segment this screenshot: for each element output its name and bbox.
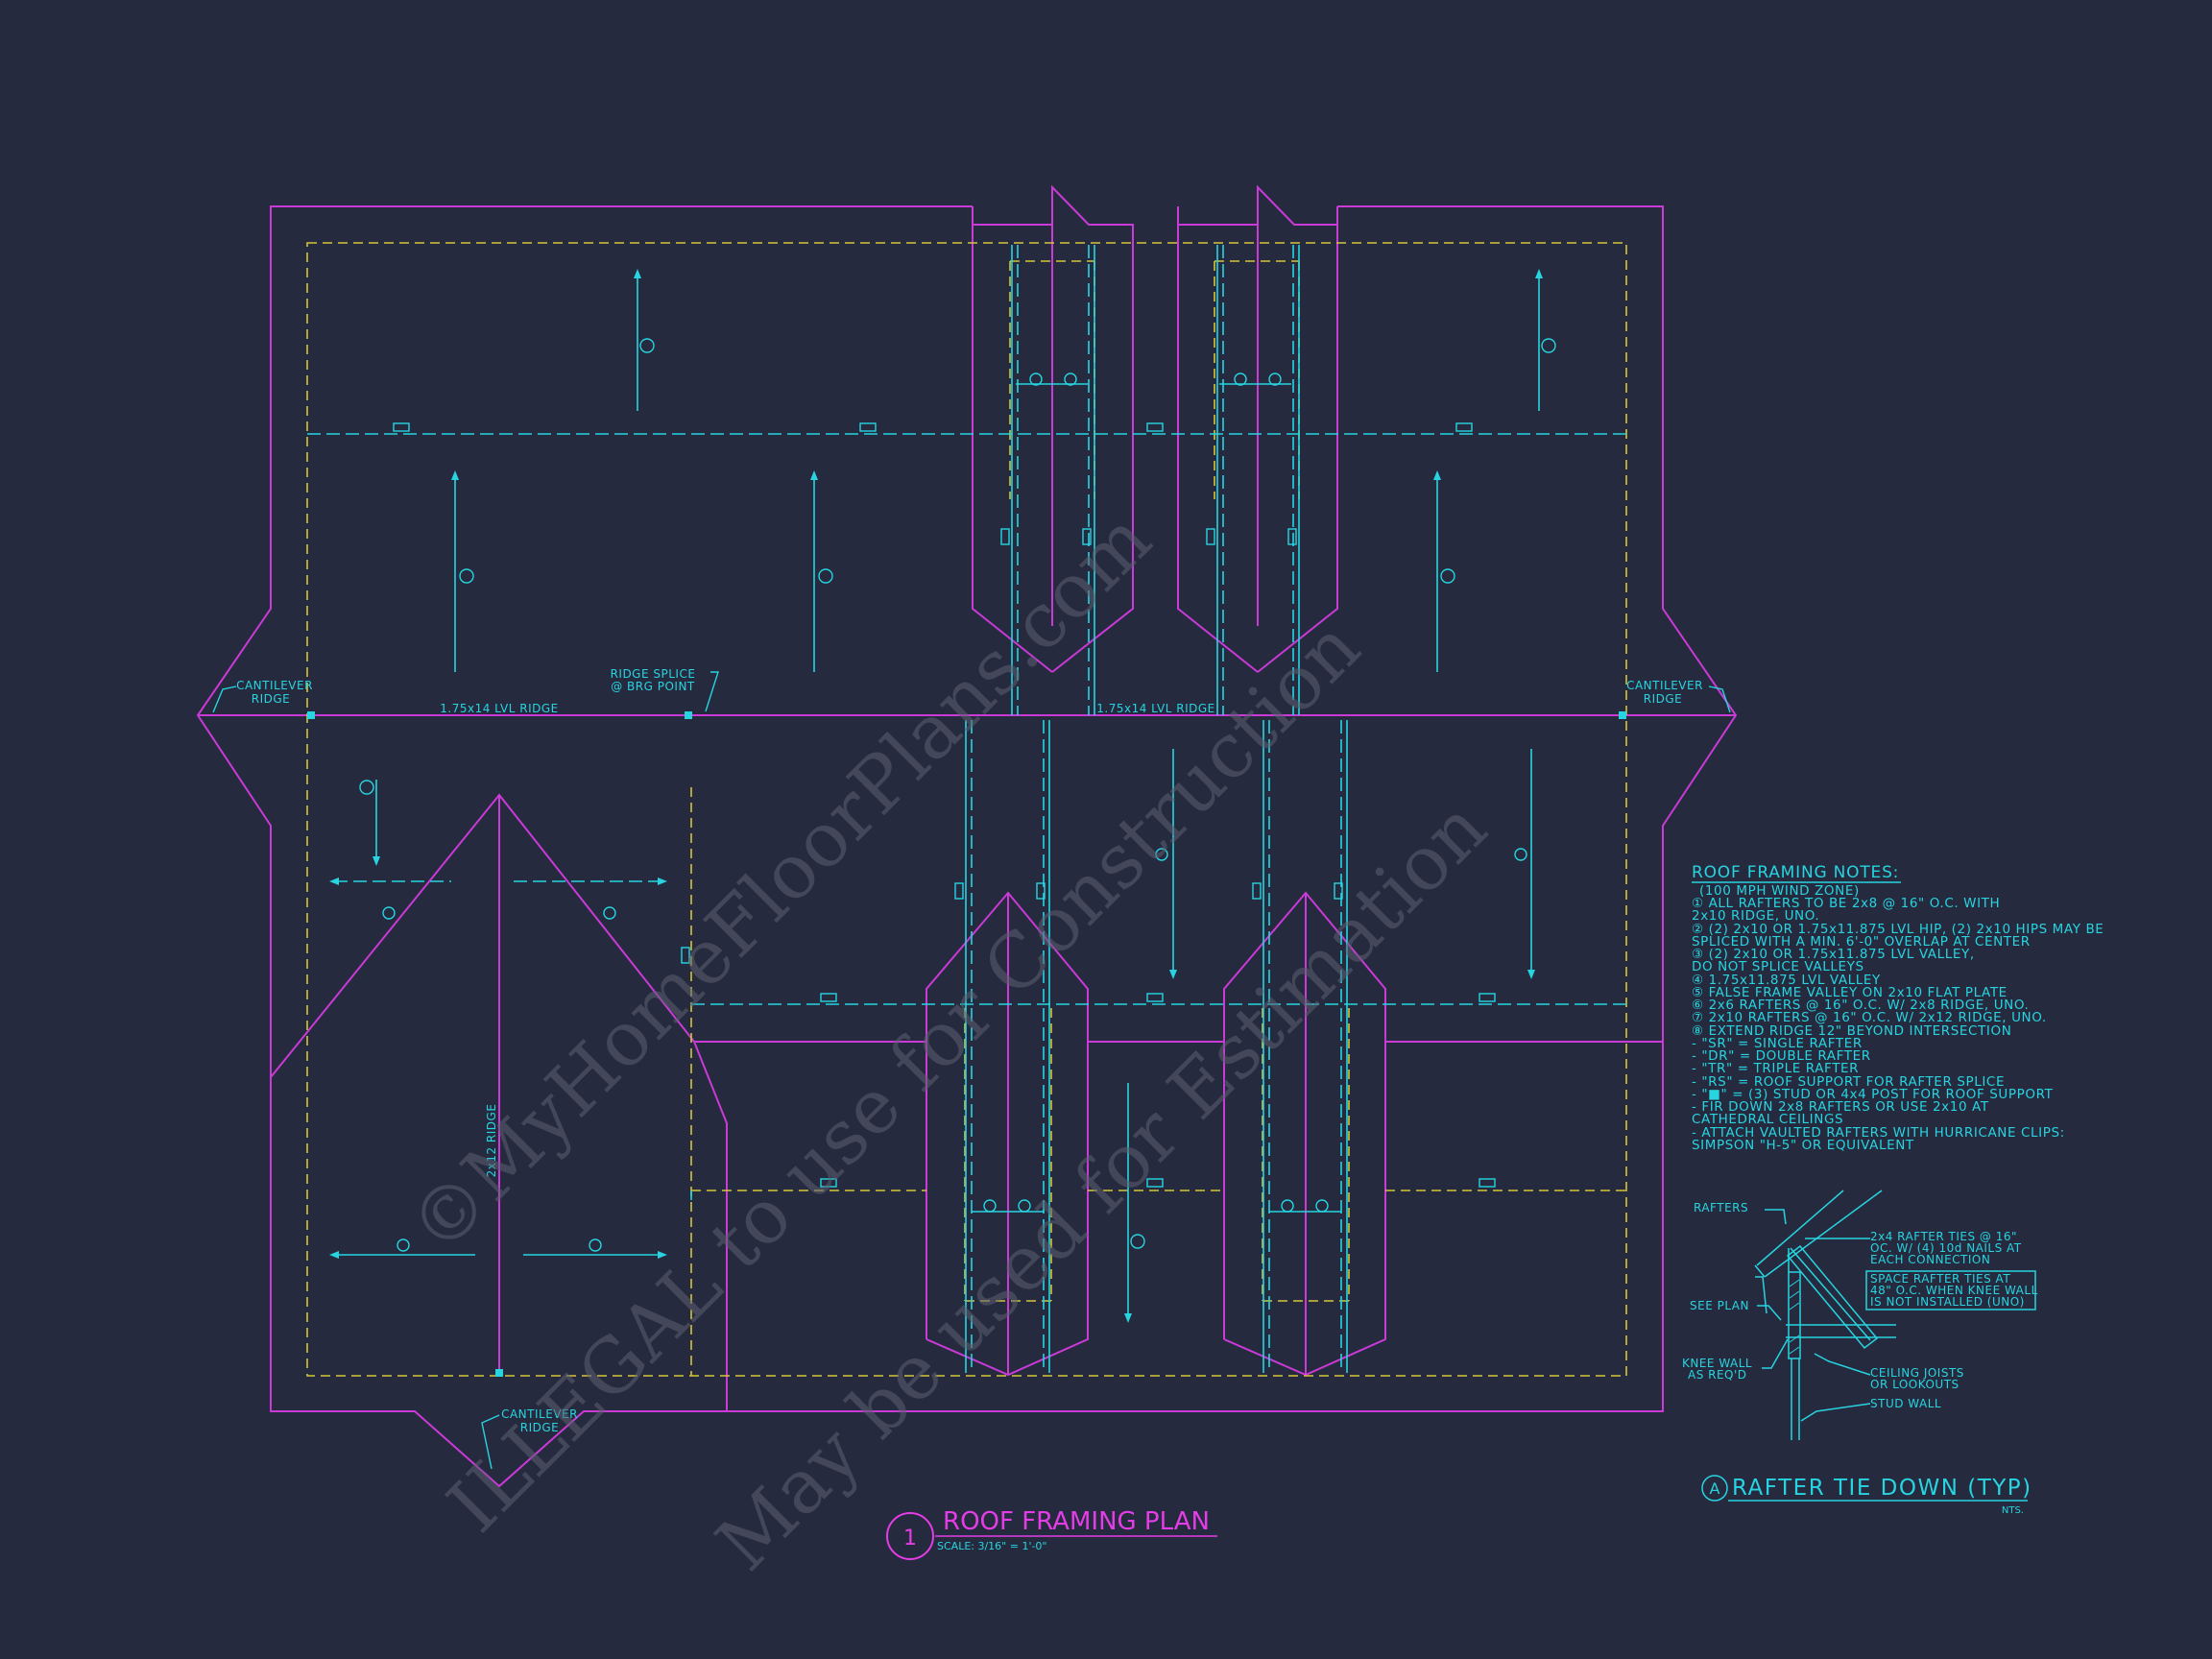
notes-line-5: ③ (2) 2x10 OR 1.75x11.875 LVL VALLEY, [1692,947,1975,962]
detail-ceiling-label-2: OR LOOKOUTS [1870,1378,1960,1391]
notes-line-12: - "SR" = SINGLE RAFTER [1692,1036,1863,1051]
ridge-2x12-label: 2x12 RIDGE [485,1104,498,1178]
plan-title-block: 1 ROOF FRAMING PLAN SCALE: 3/16" = 1'-0" [886,1507,1217,1560]
notes-line-0: (100 MPH WIND ZONE) [1699,883,1860,899]
notes-line-20: SIMPSON "H-5" OR EQUIVALENT [1692,1138,1914,1153]
framing-notes: ROOF FRAMING NOTES: (100 MPH WIND ZONE) … [1692,863,2104,1153]
support-markers [393,422,1496,1188]
detail-tag: A [1710,1479,1720,1498]
numbered-callouts [359,338,1556,1252]
lvl-ridge-left-label: 1.75x14 LVL RIDGE [440,702,558,715]
notes-line-8: ⑤ FALSE FRAME VALLEY ON 2x10 FLAT PLATE [1692,985,2008,1000]
notes-line-17: - FIR DOWN 2x8 RAFTERS OR USE 2x10 AT [1692,1099,1989,1115]
detail-knee-label-2: AS REQ'D [1688,1368,1747,1382]
detail-ties-label-3: EACH CONNECTION [1870,1253,1990,1266]
notes-line-4: SPLICED WITH A MIN. 6'-0" OVERLAP AT CEN… [1692,934,2031,950]
detail-title: RAFTER TIE DOWN (TYP) [1732,1476,2032,1501]
notes-line-18: CATHEDRAL CEILINGS [1692,1112,1843,1127]
rafter-tie-detail [1754,1190,2036,1440]
roof-outline [196,184,1738,1488]
post-markers [307,711,1626,1377]
notes-line-13: - "DR" = DOUBLE RAFTER [1692,1048,1871,1064]
notes-line-9: ⑥ 2x6 RAFTERS @ 16" O.C. W/ 2x8 RIDGE, U… [1692,998,2029,1013]
notes-line-15: - "RS" = ROOF SUPPORT FOR RAFTER SPLICE [1692,1074,2005,1090]
detail-rafters-label: RAFTERS [1694,1201,1748,1214]
notes-line-19: - ATTACH VAULTED RAFTERS WITH HURRICANE … [1692,1125,2065,1141]
notes-title: ROOF FRAMING NOTES: [1692,863,1899,882]
lvl-ridge-right-label: 1.75x14 LVL RIDGE [1096,702,1214,715]
detail-stud-wall-label: STUD WALL [1870,1397,1941,1410]
notes-line-11: ⑧ EXTEND RIDGE 12" BEYOND INTERSECTION [1692,1023,2011,1039]
notes-line-14: - "TR" = TRIPLE RAFTER [1692,1061,1859,1076]
notes-line-7: ④ 1.75x11.875 LVL VALLEY [1692,973,1881,988]
notes-line-2: 2x10 RIDGE, UNO. [1692,908,1819,924]
detail-knee-label-1: KNEE WALL [1682,1357,1752,1370]
cantilever-right-label-1: CANTILEVER [1626,679,1703,692]
plate-lines [306,242,1627,1377]
detail-ties-label-2: OC. W/ (4) 10d NAILS AT [1870,1241,2022,1255]
cantilever-left-label-2: RIDGE [252,692,291,706]
notes-line-10: ⑦ 2x10 RAFTERS @ 16" O.C. W/ 2x12 RIDGE,… [1692,1010,2047,1025]
cantilever-left-label-1: CANTILEVER [236,679,313,692]
notes-line-3: ② (2) 2x10 OR 1.75x11.875 LVL HIP, (2) 2… [1692,922,2104,937]
cantilever-bottom-label-1: CANTILEVER [501,1407,578,1421]
cantilever-bottom-label-2: RIDGE [520,1421,560,1434]
notes-line-1: ① ALL RAFTERS TO BE 2x8 @ 16" O.C. WITH [1692,896,2000,911]
detail-nts: NTS. [2002,1505,2024,1516]
rafter-tie-hatch [1789,1279,1800,1355]
cantilever-right-label-2: RIDGE [1644,692,1683,706]
arrow-heads [329,269,1543,1323]
notes-line-6: DO NOT SPLICE VALLEYS [1692,959,1864,974]
detail-space-label-2: 48" O.C. WHEN KNEE WALL [1870,1284,2038,1297]
detail-ceiling-label-1: CEILING JOISTS [1870,1366,1964,1380]
plan-scale: SCALE: 3/16" = 1'-0" [937,1540,1047,1552]
ridge-splice-label-2: @ BRG POINT [611,680,695,693]
detail-space-label-3: IS NOT INSTALLED (UNO) [1870,1295,2025,1309]
notes-line-16: - "■" = (3) STUD OR 4x4 POST FOR ROOF SU… [1692,1087,2054,1102]
framing-lines [307,245,1626,1373]
plan-number: 1 [903,1527,917,1551]
detail-title-block: A RAFTER TIE DOWN (TYP) NTS. [1701,1475,2032,1516]
leader-lines [212,671,1731,1470]
detail-see-plan-label: SEE PLAN [1690,1299,1749,1312]
detail-ties-label-1: 2x4 RAFTER TIES @ 16" [1870,1230,2017,1243]
plan-title: ROOF FRAMING PLAN [943,1507,1210,1536]
ridge-splice-label-1: RIDGE SPLICE [611,667,696,681]
detail-space-label-1: SPACE RAFTER TIES AT [1870,1272,2010,1286]
